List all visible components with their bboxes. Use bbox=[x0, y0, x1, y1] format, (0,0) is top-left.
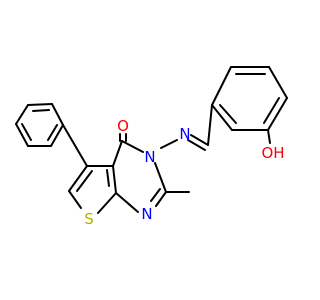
phenyl-bond bbox=[27, 103, 53, 106]
hydroxyphenyl-bond bbox=[268, 66, 288, 99]
sulfur-label: S bbox=[84, 210, 94, 228]
phenyl-bond bbox=[50, 124, 64, 147]
phenyl-thiophene-bond bbox=[62, 124, 88, 167]
ring-nitrogen-3-label: N bbox=[144, 148, 155, 166]
imine-double-bond bbox=[190, 134, 209, 146]
pyrimidine-bond bbox=[154, 162, 167, 193]
phenyl-inner-bond bbox=[21, 123, 32, 141]
carbonyl-oxygen-label: O bbox=[117, 117, 129, 135]
phenyl-inner-bond bbox=[32, 109, 50, 112]
bond-lines bbox=[15, 66, 288, 214]
phenyl-bond bbox=[15, 123, 29, 147]
molecular-structure: O N N N S OH bbox=[15, 66, 288, 228]
hydroxyphenyl-bond bbox=[211, 66, 232, 106]
vinyl-bond bbox=[207, 104, 213, 146]
hydroxyphenyl-inner-bond bbox=[263, 97, 280, 124]
thiophene-fused-inner-bond bbox=[106, 169, 110, 187]
thiophene-bond bbox=[76, 170, 93, 192]
imine-double-bond bbox=[187, 139, 206, 151]
hydroxyphenyl-bond bbox=[267, 97, 288, 131]
imine-nitrogen-label: N bbox=[179, 125, 190, 143]
atom-labels: O N N N S OH bbox=[84, 117, 284, 228]
thiophene-bond bbox=[68, 165, 88, 192]
phenyl-bond bbox=[15, 104, 29, 125]
thiophene-bond bbox=[97, 192, 117, 214]
pyrimidine-bond bbox=[112, 140, 123, 167]
pyrimidine-inner-bond bbox=[150, 188, 161, 202]
thiophene-fused-bond bbox=[112, 165, 117, 194]
hydroxyphenyl-bond bbox=[211, 104, 233, 131]
ring-nitrogen-1-label: N bbox=[141, 205, 152, 223]
n-n-bond bbox=[160, 139, 178, 149]
pyrimidine-bond bbox=[121, 140, 144, 153]
thiophene-bond bbox=[68, 190, 82, 209]
hydroxyphenyl-inner-bond bbox=[219, 104, 237, 124]
phenyl-bond bbox=[51, 103, 64, 126]
hydroxyl-label: OH bbox=[261, 144, 284, 162]
pyrimidine-bond bbox=[115, 192, 139, 213]
pyrimidine-bond bbox=[155, 191, 167, 207]
hydroxyl-bond bbox=[267, 129, 271, 144]
phenyl-inner-bond bbox=[47, 124, 58, 141]
